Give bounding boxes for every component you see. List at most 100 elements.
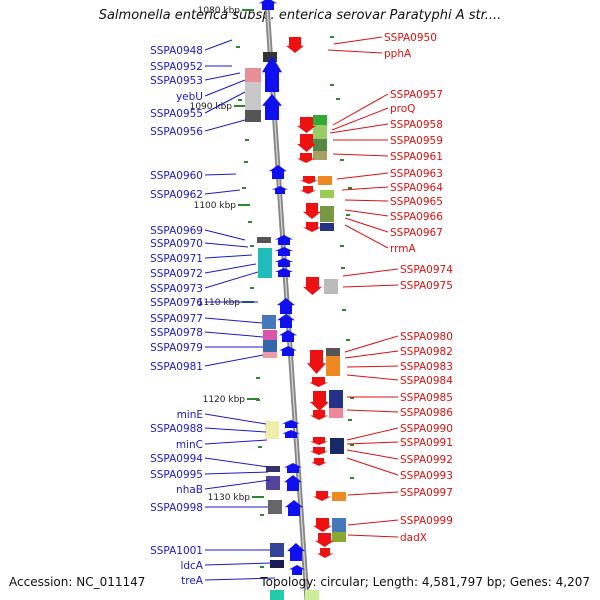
forward-gene-arrow xyxy=(282,430,300,438)
gene-leader-line xyxy=(204,471,269,475)
forward-gene-arrow xyxy=(269,165,287,179)
gene-label: SSPA1001 xyxy=(150,545,203,557)
gene-leader-line xyxy=(204,317,263,324)
gene-leader-line xyxy=(331,107,389,131)
gene-leader-line xyxy=(204,457,269,468)
gene-dash xyxy=(348,419,352,421)
gene-leader-line xyxy=(204,263,257,274)
gene-leader-line xyxy=(346,427,399,441)
gene-leader-line xyxy=(204,72,241,81)
forward-gene-arrow xyxy=(262,94,282,120)
gene-leader-line xyxy=(204,427,267,433)
gene-label: minC xyxy=(176,439,203,451)
gene-label: SSPA0956 xyxy=(150,126,203,138)
gene-block xyxy=(332,518,346,532)
gene-dash xyxy=(350,477,354,479)
reverse-gene-arrow xyxy=(309,377,328,387)
gene-label: SSPA0999 xyxy=(400,515,453,527)
gene-block xyxy=(332,532,346,542)
forward-gene-arrow xyxy=(275,258,293,267)
gene-label: SSPA0955 xyxy=(150,108,203,120)
reverse-gene-arrow xyxy=(297,134,316,152)
gene-label: SSPA0990 xyxy=(400,423,453,435)
gene-leader-line xyxy=(204,91,246,114)
gene-label: SSPA0976 xyxy=(150,297,203,309)
gene-label: ldcA xyxy=(180,560,203,572)
map-title: Salmonella enterica subsp. enterica sero… xyxy=(98,8,502,23)
gene-block xyxy=(258,248,272,278)
gene-block xyxy=(257,237,271,243)
gene-label: treA xyxy=(181,575,204,587)
gene-dash xyxy=(342,309,346,311)
forward-gene-arrow xyxy=(277,314,295,328)
gene-leader-line xyxy=(344,199,389,202)
gene-label: SSPA0979 xyxy=(150,342,203,354)
gene-label: SSPA0980 xyxy=(400,331,453,343)
gene-leader-line xyxy=(342,268,399,277)
gene-leader-line xyxy=(204,331,264,338)
forward-gene-arrow xyxy=(272,186,288,194)
gene-leader-line xyxy=(347,491,399,496)
forward-gene-arrow xyxy=(279,330,297,342)
reverse-gene-arrow xyxy=(297,153,315,163)
gene-dash xyxy=(242,187,246,189)
forward-gene-arrow xyxy=(284,475,302,491)
gene-leader-line xyxy=(204,439,268,445)
gene-leader-line xyxy=(204,242,249,248)
gene-dash xyxy=(346,339,350,341)
forward-gene-arrow xyxy=(275,268,293,277)
gene-label: SSPA0985 xyxy=(400,392,453,404)
gene-label: SSPA0982 xyxy=(400,346,453,358)
gene-dash xyxy=(256,377,260,379)
gene-label: SSPA0963 xyxy=(390,168,443,180)
gene-block xyxy=(270,543,284,557)
gene-leader-line xyxy=(344,224,389,249)
gene-block xyxy=(318,176,332,185)
gene-leader-line xyxy=(204,173,237,176)
tick-label: 1090 kbp xyxy=(190,102,233,112)
gene-label: minE xyxy=(177,409,203,421)
gene-leader-line xyxy=(204,39,233,51)
gene-block xyxy=(245,110,261,122)
reverse-gene-arrow xyxy=(317,548,333,558)
gene-leader-line xyxy=(344,209,389,217)
gene-label: SSPA0974 xyxy=(400,264,453,276)
forward-gene-arrow xyxy=(284,463,302,473)
gene-dash xyxy=(340,159,344,161)
gene-label: rrmA xyxy=(390,243,416,255)
gene-leader-line xyxy=(204,562,273,566)
forward-gene-arrow xyxy=(277,298,295,314)
gene-label: SSPA0948 xyxy=(150,45,203,57)
gene-leader-line xyxy=(204,479,271,490)
gene-block xyxy=(313,151,327,160)
gene-label: SSPA0978 xyxy=(150,327,203,339)
gene-leader-line xyxy=(336,172,389,180)
gene-dash xyxy=(250,245,254,247)
reverse-gene-arrow xyxy=(311,458,327,466)
gene-block xyxy=(263,352,277,358)
forward-gene-arrow xyxy=(262,56,282,92)
gene-label: SSPA0973 xyxy=(150,283,203,295)
gene-label: SSPA0971 xyxy=(150,253,203,265)
gene-block xyxy=(305,590,319,600)
gene-dash xyxy=(341,267,345,269)
gene-label: SSPA0953 xyxy=(150,75,203,87)
gene-leader-line xyxy=(346,365,399,368)
gene-dash xyxy=(248,221,252,223)
gene-leader-line xyxy=(346,441,399,445)
gene-label: SSPA0998 xyxy=(150,502,203,514)
reverse-gene-arrow xyxy=(310,391,329,411)
gene-leader-line xyxy=(204,271,259,289)
tick-label: 1120 kbp xyxy=(203,395,246,405)
gene-dash xyxy=(330,36,334,38)
gene-block xyxy=(320,223,334,231)
gene-dash xyxy=(236,46,240,48)
gene-leader-line xyxy=(204,79,246,97)
gene-leader-line xyxy=(204,229,246,241)
gene-dash xyxy=(260,514,264,516)
gene-dash xyxy=(340,245,344,247)
gene-block xyxy=(313,139,327,151)
gene-label: SSPA0964 xyxy=(390,182,443,194)
reverse-gene-arrow xyxy=(310,437,328,445)
